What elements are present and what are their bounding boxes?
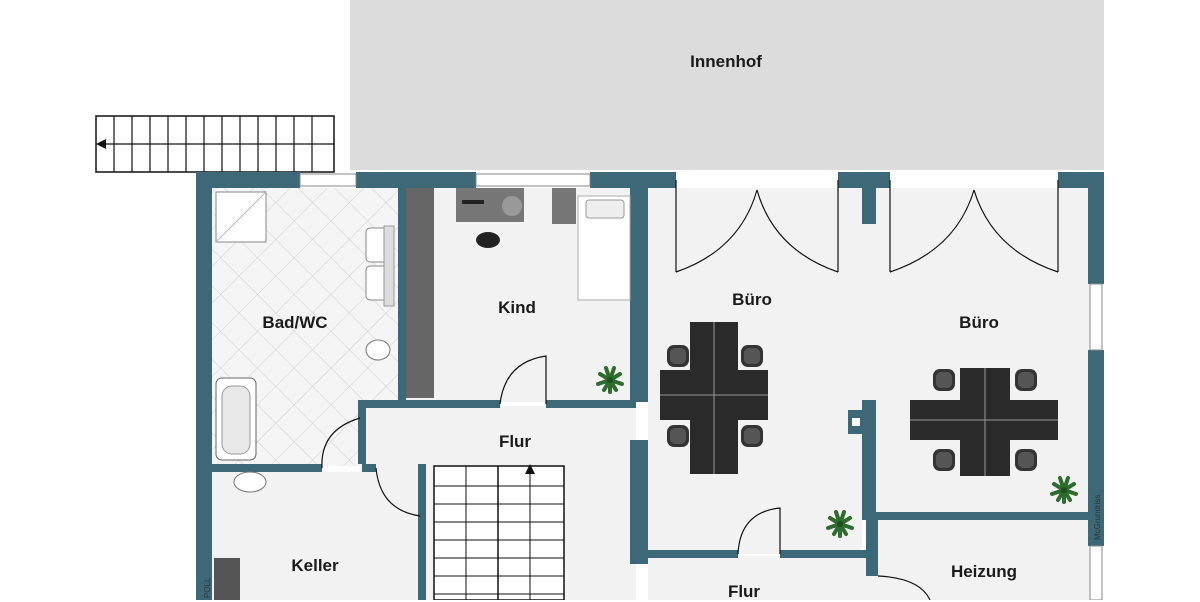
floor-flur-lower bbox=[648, 556, 878, 600]
label-flur-lower: Flur bbox=[727, 582, 761, 601]
courtyard-doors bbox=[675, 180, 1059, 273]
floor-keller bbox=[212, 472, 422, 600]
watermark-text: McGrundriss bbox=[1093, 494, 1102, 540]
stamp-text: POLL bbox=[203, 577, 212, 598]
walls bbox=[196, 172, 1104, 600]
floor-heizung bbox=[878, 520, 1090, 600]
label-kind: Kind bbox=[498, 298, 536, 317]
kind-furniture bbox=[406, 188, 631, 398]
label-flur-upper: Flur bbox=[498, 432, 532, 451]
label-keller: Keller bbox=[291, 556, 339, 575]
exterior-stairs bbox=[95, 115, 335, 173]
courtyard-area bbox=[350, 0, 1104, 170]
label-buero-right: Büro bbox=[959, 313, 999, 332]
label-innenhof: Innenhof bbox=[690, 52, 762, 71]
label-heizung: Heizung bbox=[950, 562, 1018, 581]
desk-cluster-right bbox=[910, 368, 1058, 476]
desk-cluster-left bbox=[660, 322, 768, 474]
windows bbox=[299, 173, 1103, 600]
bathroom-fixtures bbox=[215, 191, 395, 461]
interior-doors bbox=[321, 355, 931, 600]
label-buero-left: Büro bbox=[732, 290, 772, 309]
keller-cabinet bbox=[214, 558, 240, 600]
label-bad-wc: Bad/WC bbox=[262, 313, 328, 332]
interior-staircase bbox=[433, 464, 565, 600]
keller-sink bbox=[233, 471, 267, 493]
